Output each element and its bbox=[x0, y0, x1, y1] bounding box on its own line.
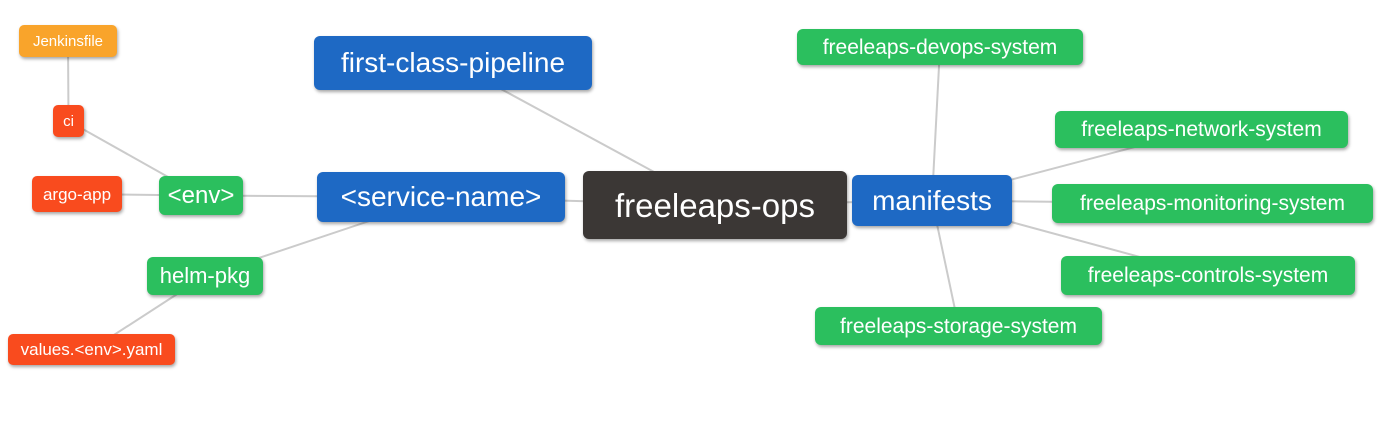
node-manifests[interactable]: manifests bbox=[852, 175, 1012, 226]
node-freeleaps-devops-system[interactable]: freeleaps-devops-system bbox=[797, 29, 1083, 65]
node-jenkinsfile[interactable]: Jenkinsfile bbox=[19, 25, 117, 57]
node-helm-pkg[interactable]: helm-pkg bbox=[147, 257, 263, 295]
edge-manifests-devops_system bbox=[931, 46, 941, 202]
node-freeleaps-network-system[interactable]: freeleaps-network-system bbox=[1055, 111, 1348, 148]
node-service-name[interactable]: <service-name> bbox=[317, 172, 565, 222]
node-values-env-yaml[interactable]: values.<env>.yaml bbox=[8, 334, 175, 365]
node-freeleaps-monitoring-system[interactable]: freeleaps-monitoring-system bbox=[1052, 184, 1373, 223]
node-first-class-pipeline[interactable]: first-class-pipeline bbox=[314, 36, 592, 90]
node-freeleaps-storage-system[interactable]: freeleaps-storage-system bbox=[815, 307, 1102, 345]
node-argo-app[interactable]: argo-app bbox=[32, 176, 122, 212]
node-freeleaps-controls-system[interactable]: freeleaps-controls-system bbox=[1061, 256, 1355, 295]
node-env[interactable]: <env> bbox=[159, 176, 243, 215]
node-freeleaps-ops[interactable]: freeleaps-ops bbox=[583, 171, 847, 239]
node-ci[interactable]: ci bbox=[53, 105, 84, 137]
